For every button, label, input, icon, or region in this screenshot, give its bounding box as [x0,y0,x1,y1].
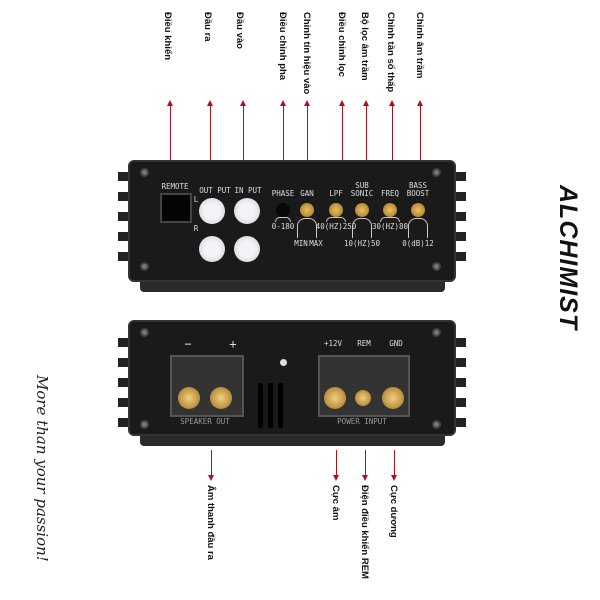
arrow-subsonic [363,100,369,160]
power-input-label: POWER INPUT [337,417,387,426]
brand-slogan: More than your passion! [33,375,51,562]
subsonic-knob[interactable] [355,203,369,217]
arrow-bass [417,100,423,160]
phase-knob[interactable] [276,203,290,217]
arrow-input [240,100,246,160]
brand-logo: ALCHIMIST [554,185,582,331]
arrow-rem [362,450,368,481]
phase-range: 0-180 [271,222,295,231]
label-speaker-out: Âm thanh đầu ra [205,485,216,560]
speaker-out-label: SPEAKER OUT [180,417,230,426]
12v-label: +12V [323,339,343,348]
right-channel-label: R [193,224,199,233]
arrow-freq [389,100,395,160]
gnd-terminal[interactable] [382,387,404,409]
freq-knob[interactable] [383,203,397,217]
label-subsonic: Bộ lọc âm trầm [359,12,370,81]
freq-label: FREQ [380,189,400,198]
bass-boost-label: BASS BOOST [406,181,430,198]
subsonic-range: 10(HZ)50 [343,239,381,248]
lpf-label: LPF [329,189,343,198]
lpf-range: 40(HZ)250 [315,222,357,231]
arrow-negative [333,450,339,481]
plus-label: + [229,337,237,351]
speaker-minus-terminal[interactable] [178,387,200,409]
arrow-positive [391,450,397,481]
label-positive: Cực dương [388,485,399,538]
arrow-speaker-out [208,450,214,481]
remote-port[interactable] [160,193,192,223]
label-phase: Điều chỉnh pha [277,12,288,81]
bass-boost-knob[interactable] [411,203,425,217]
left-channel-label: L [193,195,199,204]
led-indicator [280,359,287,366]
output-label: OUT PUT [199,186,231,195]
rca-input-right[interactable] [234,236,260,262]
label-bass: Chỉnh âm trầm [414,12,425,79]
label-remote-control: Điều khiển [162,12,173,61]
gnd-label: GND [389,339,403,348]
arrow-remote [167,100,173,160]
label-freq: Chỉnh tần số thấp [385,12,396,93]
label-input: Đầu vào [234,12,245,49]
arrow-lpf [339,100,345,160]
label-output: Đầu ra [202,12,213,42]
speaker-plus-terminal[interactable] [210,387,232,409]
rca-output-right[interactable] [199,236,225,262]
arrow-gain [304,100,310,160]
bass-boost-range: 0(dB)12 [402,239,434,248]
power-12v-terminal[interactable] [324,387,346,409]
lpf-knob[interactable] [329,203,343,217]
input-label: IN PUT [234,186,262,195]
speaker-terminal-block [170,355,244,417]
arrow-phase [280,100,286,160]
arrow-output [207,100,213,160]
freq-range: 30(HZ)80 [371,222,409,231]
gain-max: MAX [309,239,323,248]
gain-knob[interactable] [300,203,314,217]
gain-min: MIN [294,239,308,248]
subsonic-label: SUB SONIC [350,181,374,198]
rca-input-left[interactable] [234,198,260,224]
rem-label: REM [357,339,371,348]
remote-label: REMOTE [161,182,189,191]
label-lpf: Điều chỉnh lọc [336,12,347,77]
gain-label: GAN [300,189,314,198]
label-gain: Chỉnh tín hiệu vào [301,12,312,95]
rca-output-left[interactable] [199,198,225,224]
phase-label: PHASE [271,189,295,198]
label-rem: Điện điều khiển REM [359,485,370,579]
rem-terminal[interactable] [355,390,371,406]
label-negative: Cực âm [330,485,341,521]
minus-label: − [184,337,192,351]
